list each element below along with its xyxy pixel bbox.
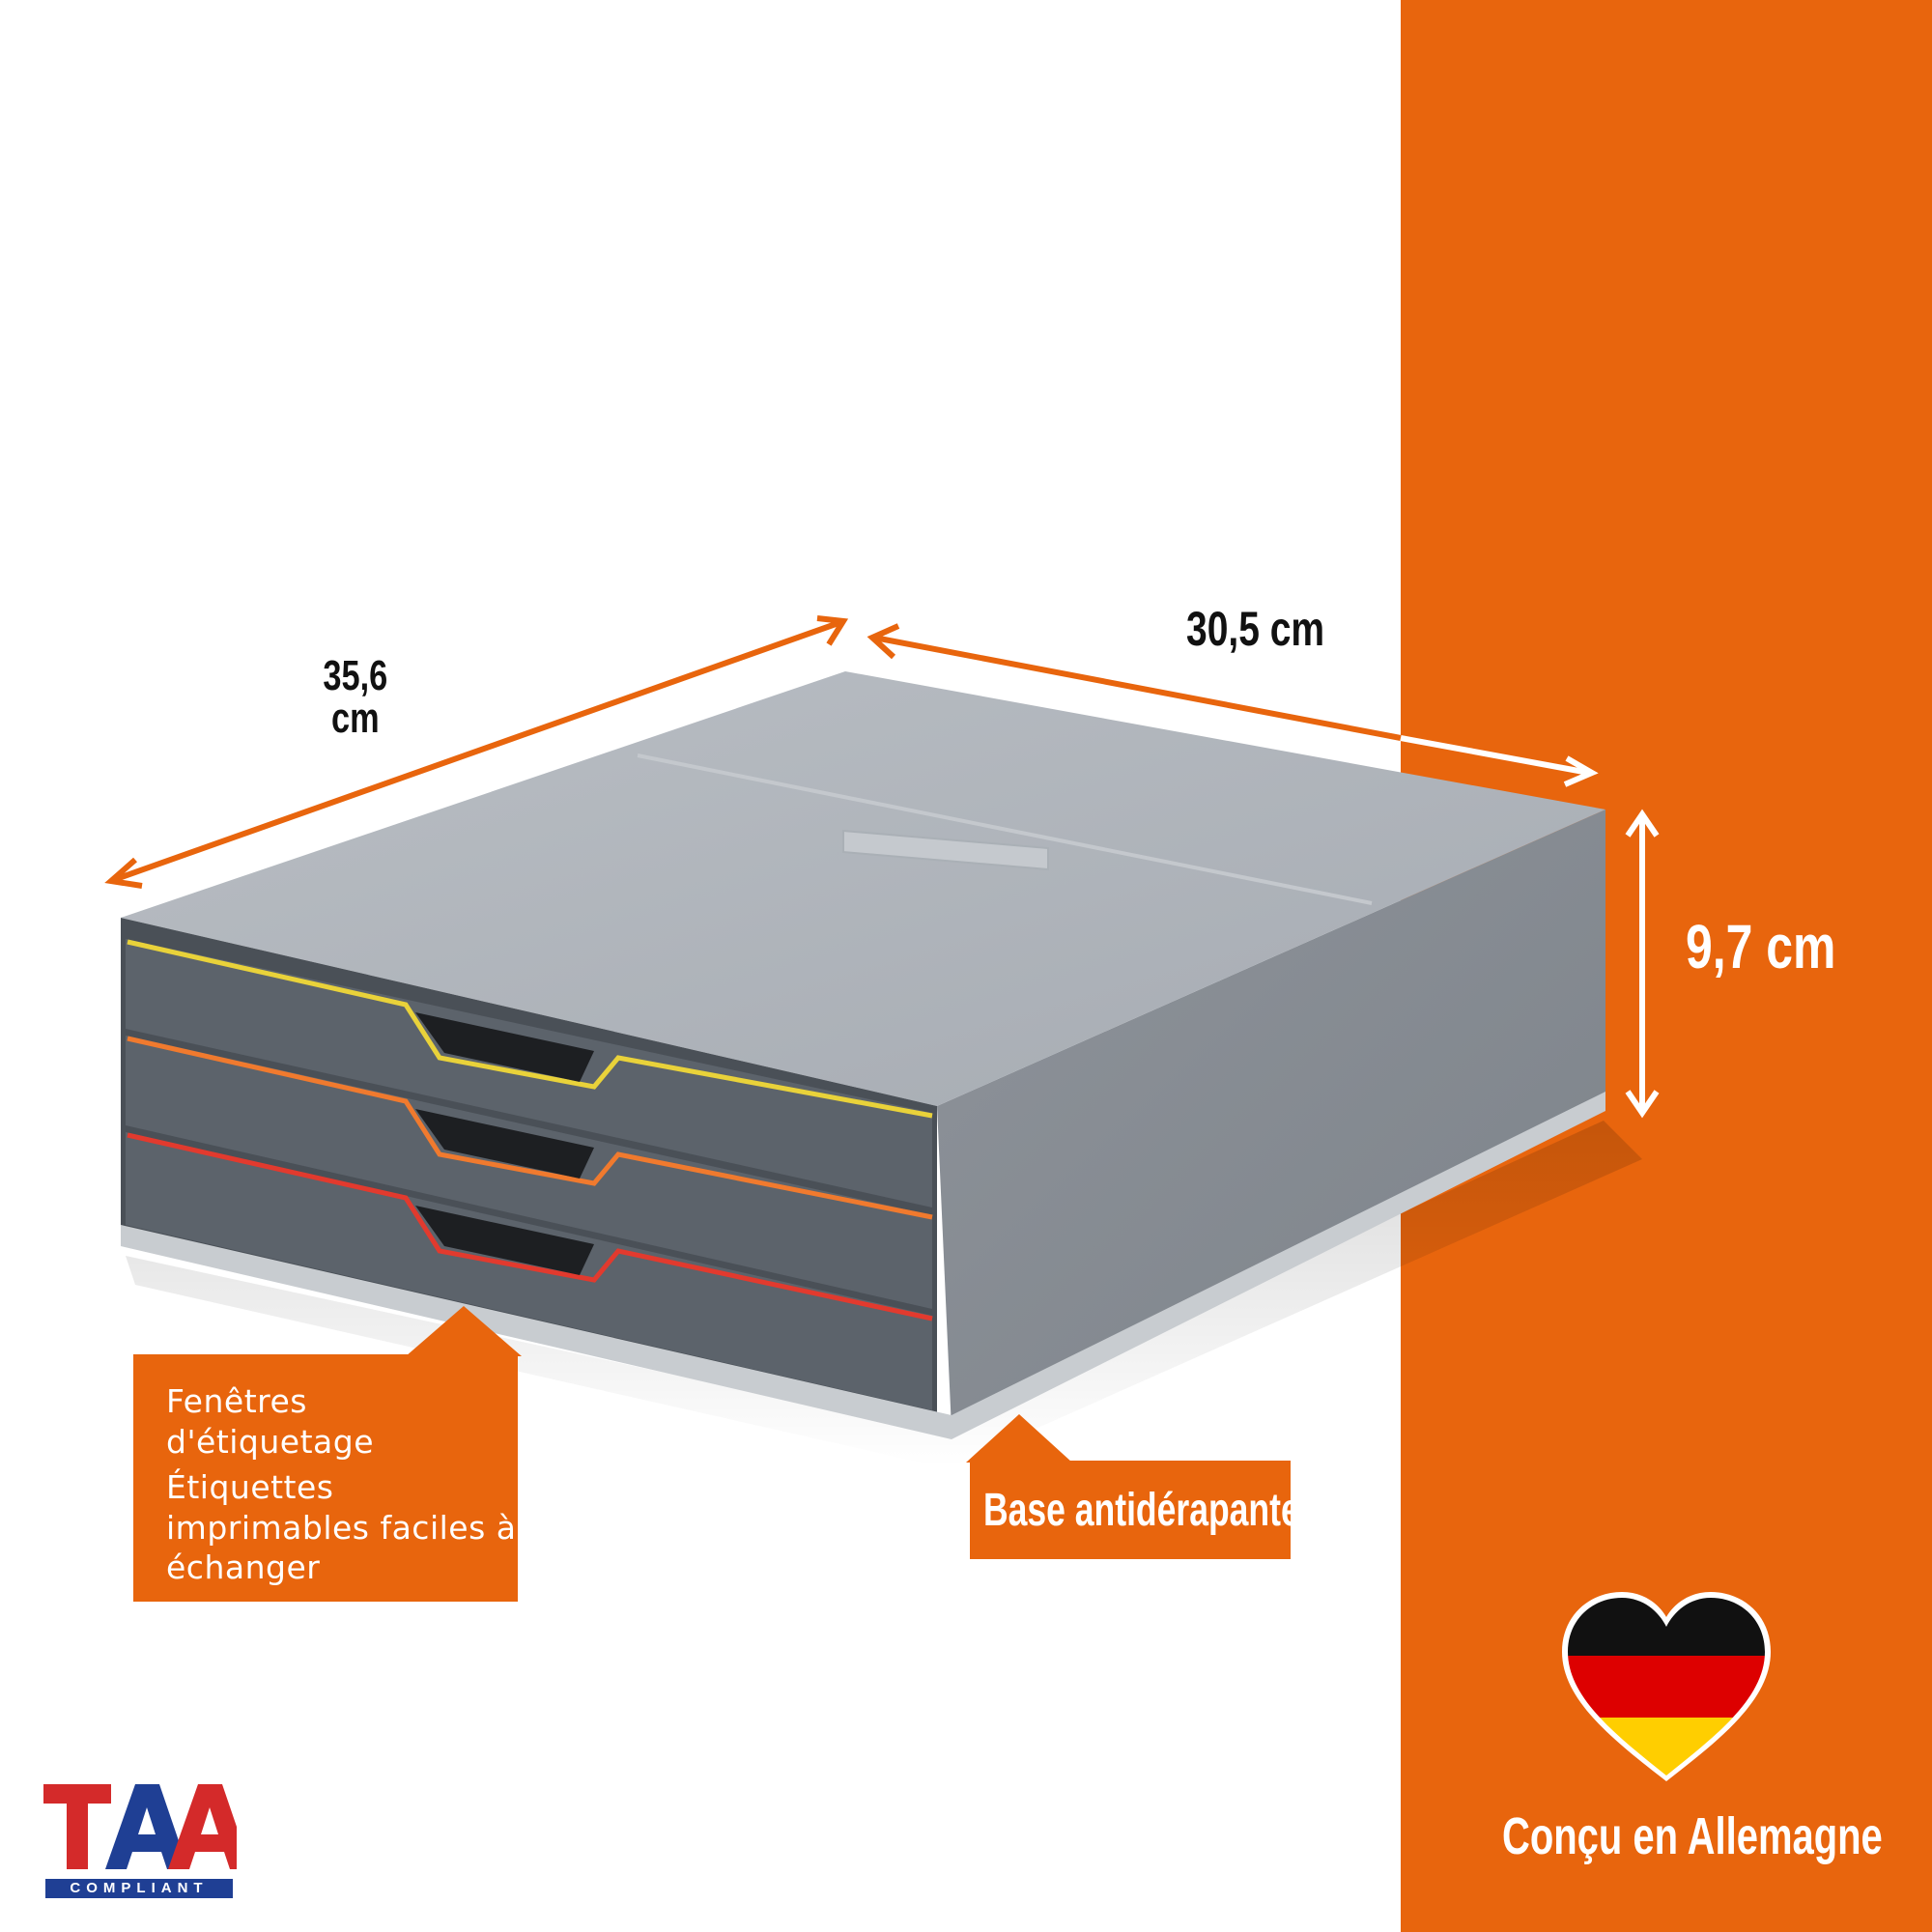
drawer-yellow-handle: [415, 1012, 594, 1082]
unit-base-side: [952, 1092, 1605, 1439]
drawer-red-handle: [415, 1206, 594, 1275]
taa-letters: [43, 1784, 237, 1869]
drawer-orange-handle: [415, 1109, 594, 1179]
brand-plate: [842, 829, 1049, 871]
depth-value: 35,6: [323, 652, 388, 699]
label-windows-callout: Fenêtres d'étiquetage Étiquettes imprima…: [133, 1354, 518, 1602]
unit-side-panel: [937, 810, 1605, 1430]
depth-arrow: [104, 615, 849, 889]
german-flag-heart-icon: [1562, 1592, 1771, 1781]
taa-compliant-logo: COMPLIANT: [43, 1773, 237, 1898]
drawer-yellow-trim: [127, 939, 933, 1119]
depth-unit: cm: [331, 695, 380, 742]
height-arrow: [1625, 809, 1660, 1119]
unit-top-surface: [121, 671, 1605, 1106]
drawer-red: [126, 1132, 932, 1410]
height-dimension-label: 9,7 cm: [1686, 912, 1836, 981]
callout-left-pointer: [406, 1306, 522, 1356]
unit-base-front: [121, 1225, 952, 1439]
drawer-red-trim: [127, 1132, 933, 1321]
callout-bottom-pointer: [966, 1414, 1072, 1463]
drawer-orange-trim: [127, 1036, 933, 1220]
depth-dimension-label: 35,6 cm: [323, 655, 387, 740]
made-in-germany-text: Conçu en Allemagne: [1502, 1807, 1883, 1865]
label-windows-detail: Étiquettes imprimables faciles à échange…: [166, 1468, 517, 1587]
base-callout: Base antidérapante: [970, 1461, 1300, 1559]
width-arrow: [867, 623, 1599, 787]
label-windows-title: Fenêtres d'étiquetage: [166, 1382, 375, 1461]
top-ridge-line: [637, 753, 1373, 905]
base-callout-text: Base antidérapante: [983, 1485, 1300, 1536]
width-dimension-label: 30,5 cm: [1186, 602, 1325, 656]
taa-compliant-caption: COMPLIANT: [45, 1879, 233, 1898]
